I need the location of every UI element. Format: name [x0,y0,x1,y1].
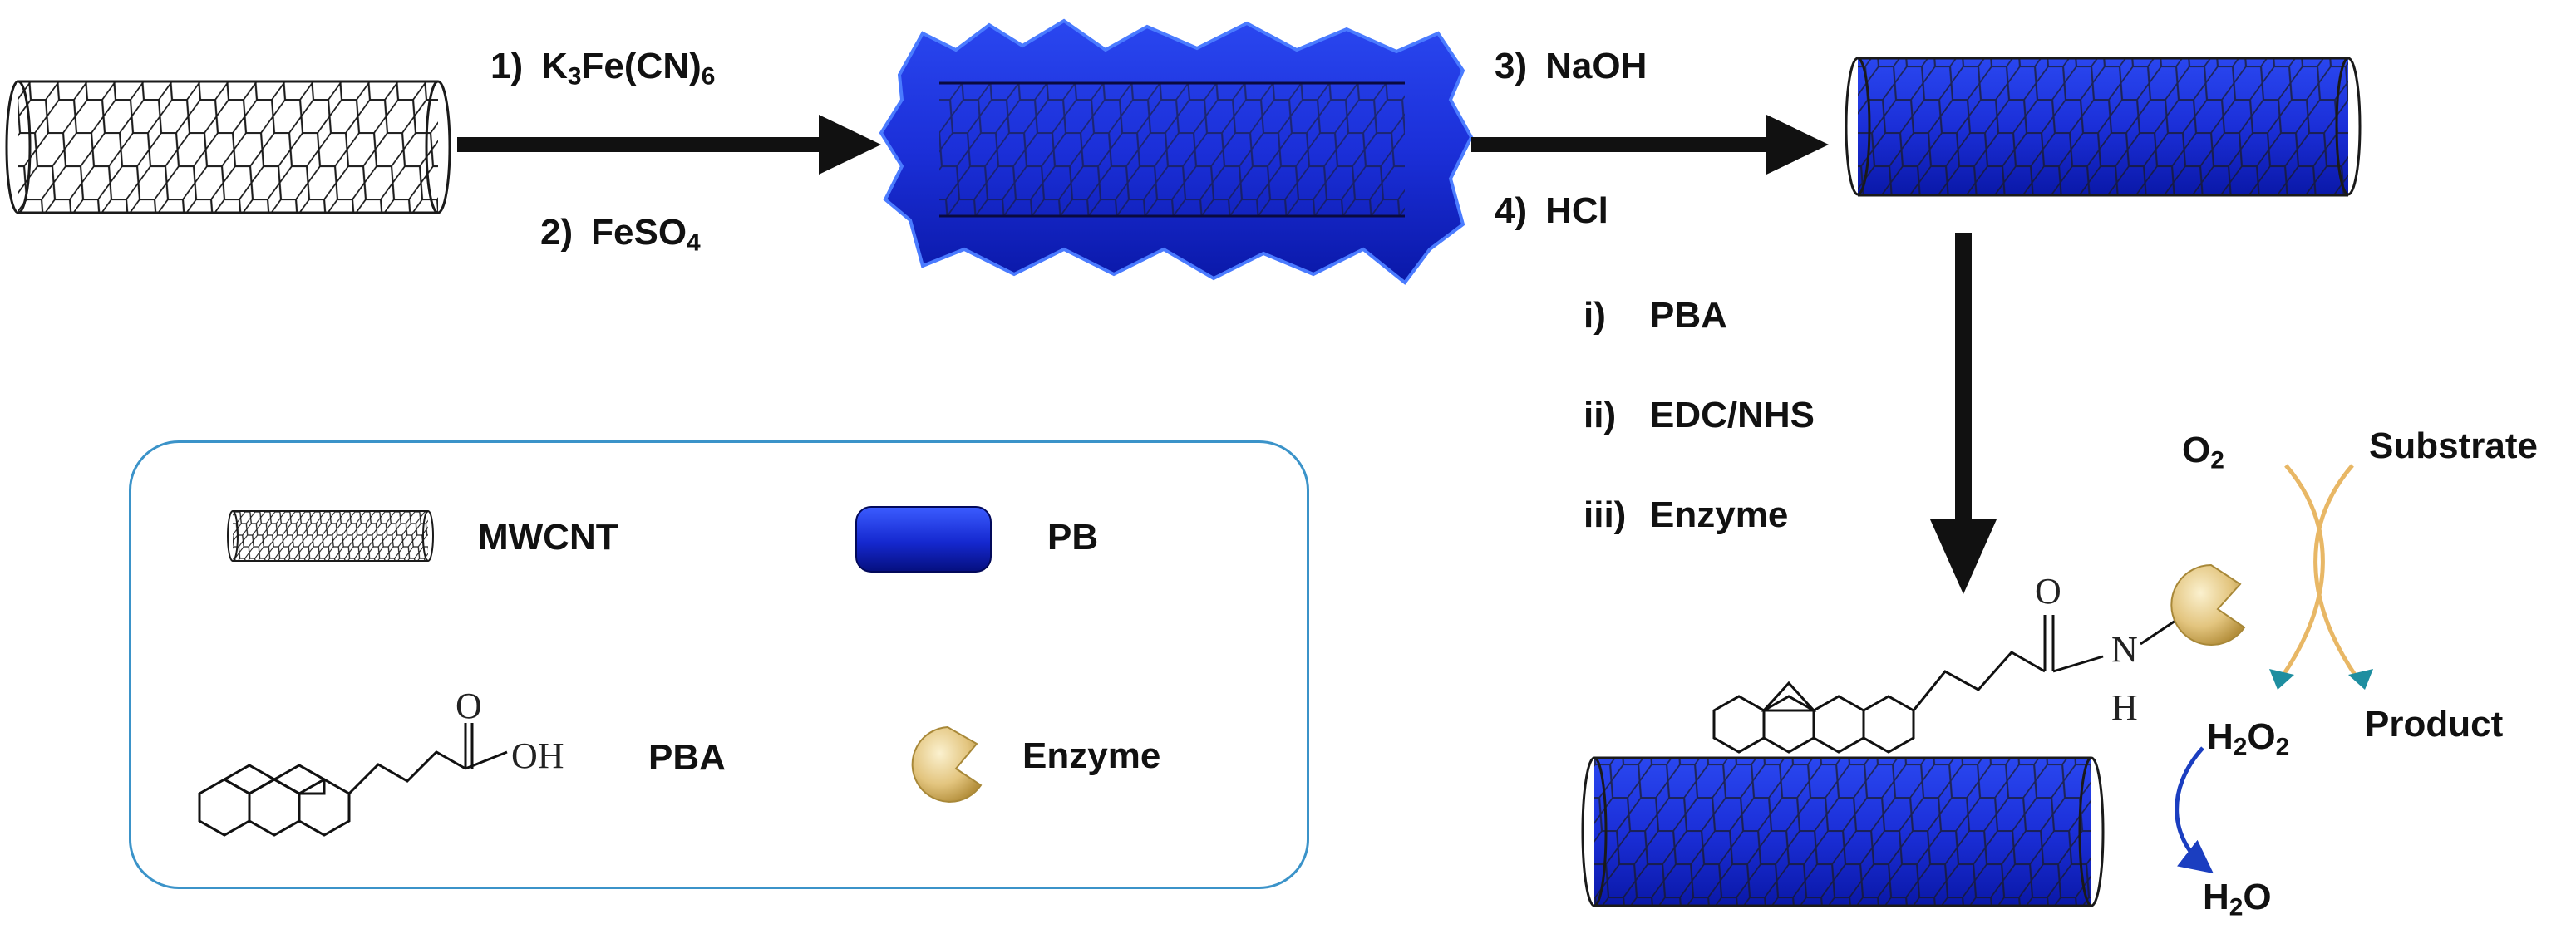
step2-label: 2)FeSO4 [540,212,701,257]
legend-box [129,440,1309,889]
legend-mwcnt-label: MWCNT [478,517,618,558]
final-pb-mwcnt-icon [1581,756,2105,907]
pba-hydroxyl-label: OH [511,735,564,776]
amide-nitrogen-label: N [2111,629,2138,670]
reduction-arrow-icon [2175,746,2214,874]
mwcnt-start-icon [5,80,451,214]
legend-pb-icon [855,506,992,573]
step3-label: 3)NaOH [1495,46,1648,86]
catalysis-arrows-icon [2279,464,2359,679]
pb-coated-nanotube-icon [879,18,1474,285]
legend-enzyme-icon [911,725,983,803]
legend-pba-structure-icon [198,723,508,837]
legend-pba-label: PBA [648,737,726,778]
bound-enzyme-icon [2170,563,2246,646]
step1-label: 1)K3Fe(CN)6 [490,46,716,91]
pyrene-linker-icon [1712,615,2179,754]
reaction-arrow-2 [1471,115,1829,175]
pba-oxygen-label: O [456,686,482,726]
step4-label: 4)HCl [1495,190,1608,231]
step-iii-label: iii)Enzyme [1584,494,1789,535]
amide-hydrogen-label: H [2111,687,2138,728]
amide-oxygen-label: O [2035,571,2061,612]
oxygen-label: O2 [2182,430,2224,474]
step-ii-label: ii)EDC/NHS [1584,395,1815,435]
left-teal-arrowhead [2269,669,2294,690]
product-label: Product [2365,704,2504,745]
legend-mwcnt-icon [227,510,434,562]
reaction-arrow-1 [457,115,881,175]
right-teal-arrowhead [2348,669,2373,690]
legend-pb-label: PB [1047,517,1099,558]
step-i-label: i)PBA [1584,295,1727,336]
reaction-arrow-3 [1930,233,1997,594]
legend-enzyme-label: Enzyme [1022,735,1161,776]
substrate-label: Substrate [2369,425,2538,466]
water-label: H2O [2203,877,2272,922]
hydrogen-peroxide-label: H2O2 [2207,716,2290,761]
pb-mwcnt-icon [1845,57,2362,197]
